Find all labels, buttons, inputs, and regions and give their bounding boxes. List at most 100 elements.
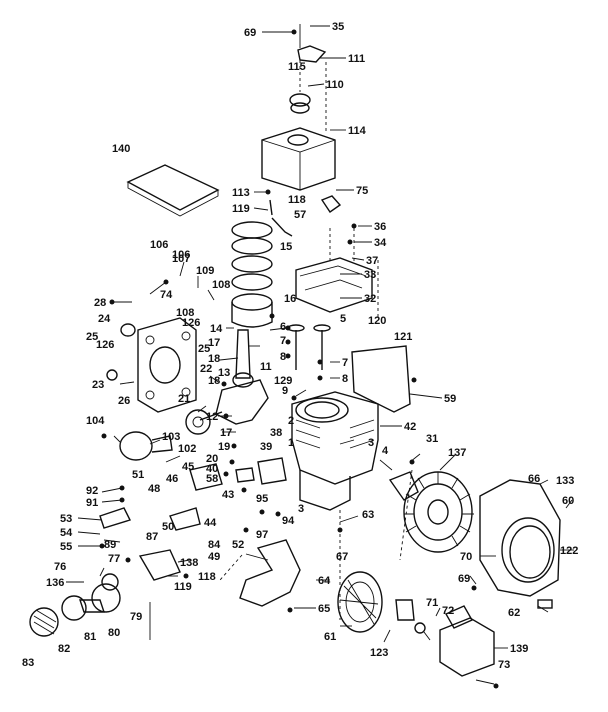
- part-label: 59: [444, 393, 456, 405]
- part-label: 83: [22, 657, 34, 669]
- part-label: 8: [280, 351, 286, 363]
- part-label: 25: [86, 331, 98, 343]
- part-label: 71: [426, 597, 438, 609]
- cylinder-block: [291, 391, 379, 511]
- tank-cap-base: [290, 102, 310, 114]
- breaker-plate: [257, 457, 287, 485]
- rotating-screen: [337, 571, 383, 633]
- tank-neck: [287, 134, 309, 146]
- baffle: [239, 539, 301, 607]
- part-label: 18: [208, 375, 220, 387]
- decal: [537, 599, 553, 609]
- part-label: 69: [244, 27, 256, 39]
- ignition-coil: [388, 471, 419, 501]
- part-label: 14: [210, 323, 223, 335]
- part-label: 5: [340, 313, 346, 325]
- air-filter-side: [127, 182, 219, 217]
- connecting-rod: [235, 329, 251, 379]
- part-label: 103: [162, 431, 180, 443]
- part-label: 23: [92, 379, 104, 391]
- part-label: 22: [200, 363, 212, 375]
- blower-housing: [479, 479, 561, 597]
- part-label: 95: [256, 493, 268, 505]
- part-label: 133: [556, 475, 574, 487]
- part-label: 115: [288, 61, 306, 73]
- tank-cap: [289, 93, 311, 107]
- part-label: 82: [58, 643, 70, 655]
- part-label: 66: [528, 473, 540, 485]
- part-label: 84: [208, 539, 221, 551]
- part-label: 45: [182, 461, 194, 473]
- flywheel: [403, 471, 474, 553]
- part-label: 11: [260, 361, 272, 373]
- part-label: 108: [212, 279, 230, 291]
- part-label: 87: [146, 531, 158, 543]
- part-label: 129: [274, 375, 292, 387]
- part-label: 72: [442, 605, 454, 617]
- part-label: 113: [232, 187, 250, 199]
- part-label: 106: [172, 249, 190, 261]
- part-label: 48: [148, 483, 160, 495]
- part-label: 122: [560, 545, 578, 557]
- part-label: 3: [298, 503, 304, 515]
- part-label: 65: [318, 603, 330, 615]
- part-label: 34: [374, 237, 387, 249]
- part-label: 31: [426, 433, 438, 445]
- part-label: 32: [364, 293, 376, 305]
- shutoff-valve: [320, 195, 342, 213]
- part-label: 89: [104, 539, 116, 551]
- part-label: 1: [288, 437, 294, 449]
- head-fins: [299, 265, 367, 291]
- part-label: 49: [208, 551, 220, 563]
- part-label: 118: [288, 194, 306, 206]
- fasteners: [99, 29, 499, 689]
- tank-bracket: [297, 45, 327, 63]
- part-label: 33: [364, 269, 376, 281]
- part-label: 94: [282, 515, 295, 527]
- part-label: 35: [332, 21, 344, 33]
- part-label: 38: [270, 427, 282, 439]
- part-label: 51: [132, 469, 144, 481]
- part-label: 39: [260, 441, 272, 453]
- part-label: 4: [382, 445, 389, 457]
- governor-arm: [169, 507, 201, 531]
- piston-rings: [231, 221, 273, 291]
- part-label: 2: [288, 415, 294, 427]
- starter-cup: [439, 617, 495, 677]
- part-label: 28: [94, 297, 106, 309]
- part-label: 42: [404, 421, 416, 433]
- bracket: [189, 463, 223, 491]
- fuel-tank: [261, 127, 336, 191]
- part-label: 43: [222, 489, 234, 501]
- part-label: 17: [208, 337, 220, 349]
- part-label: 12: [206, 411, 218, 423]
- part-label: 3: [368, 437, 374, 449]
- crankshaft-end: [199, 411, 223, 421]
- fuel-tank-edges: [261, 139, 336, 190]
- flywheel-hub: [119, 431, 153, 461]
- part-label: 139: [510, 643, 528, 655]
- part-label: 9: [282, 385, 288, 397]
- timing-gear: [185, 409, 211, 435]
- part-label: 79: [130, 611, 142, 623]
- part-labels: 69 35 111 115 110 114 140 75 113 118 119…: [22, 21, 578, 671]
- part-label: 118: [198, 571, 216, 583]
- nut: [414, 622, 426, 634]
- oil-seal: [120, 323, 136, 337]
- part-label: 138: [180, 557, 198, 569]
- part-label: 102: [178, 443, 196, 455]
- part-label: 74: [160, 289, 173, 301]
- part-label: 20: [206, 453, 218, 465]
- part-label: 26: [118, 395, 130, 407]
- part-label: 104: [86, 415, 105, 427]
- leader-lines: [66, 25, 574, 685]
- part-label: 53: [60, 513, 72, 525]
- cover-bearing: [149, 346, 181, 384]
- dash-line: [399, 469, 413, 561]
- part-label: 137: [448, 447, 466, 459]
- part-label: 97: [256, 529, 268, 541]
- piston-top: [231, 293, 273, 311]
- part-label: 126: [182, 317, 200, 329]
